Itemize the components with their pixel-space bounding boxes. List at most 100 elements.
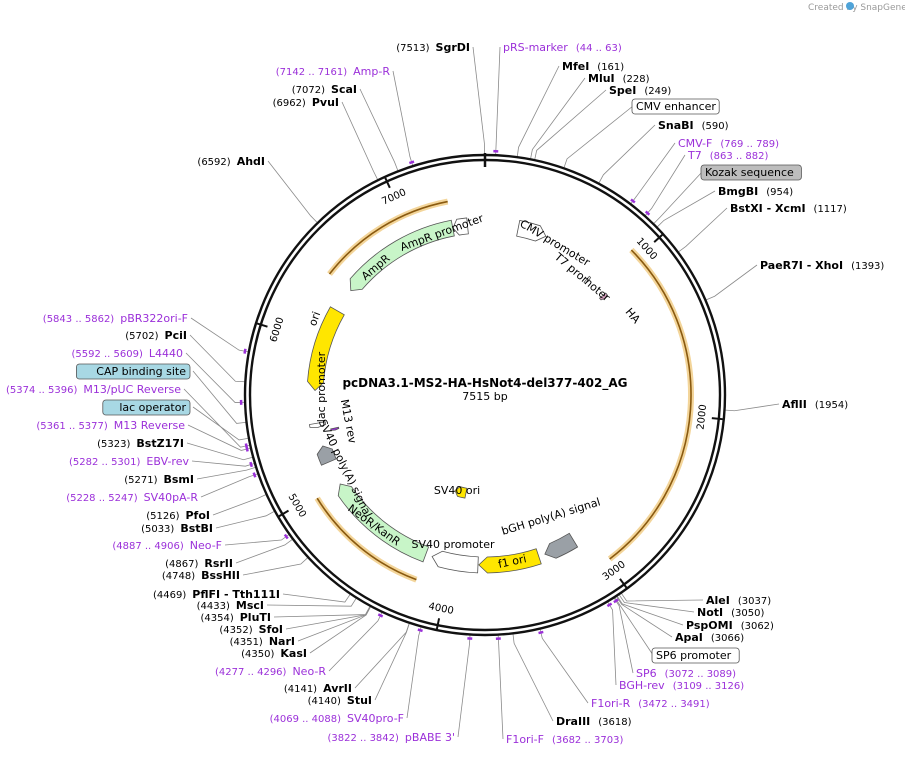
site-pflfi-tth111i[interactable]: PflFI - Tth111I(4469) xyxy=(153,588,280,601)
site-bsmi[interactable]: BsmI(5271) xyxy=(124,473,194,486)
label-name: NarI xyxy=(269,635,295,648)
site-noti[interactable]: NotI(3050) xyxy=(697,606,764,619)
primer-sv40pa-r[interactable]: SV40pA-R(5228 .. 5247) xyxy=(66,491,198,504)
leader-line xyxy=(617,596,684,626)
site-aflii[interactable]: AflII(1954) xyxy=(782,398,848,411)
label-position: (3050) xyxy=(731,608,764,619)
primer-mark xyxy=(252,472,257,478)
site-sfoi[interactable]: SfoI(4352) xyxy=(219,623,283,636)
label-position: (4351) xyxy=(230,637,263,648)
primer-neo-f[interactable]: Neo-F(4887 .. 4906) xyxy=(112,539,222,552)
primer-f1ori-f[interactable]: F1ori-F(3682 .. 3703) xyxy=(506,733,623,746)
site-cap-binding-site[interactable]: CAP binding site xyxy=(76,363,191,380)
label-box xyxy=(76,363,191,380)
feature-label-bgh-poly-a-signal: bGH poly(A) signal xyxy=(500,495,602,537)
primer-sv40pro-f[interactable]: SV40pro-F(4069 .. 4088) xyxy=(270,712,404,725)
primer-m13-reverse[interactable]: M13 Reverse(5361 .. 5377) xyxy=(36,419,185,432)
site-spei[interactable]: SpeI(249) xyxy=(609,84,671,97)
plasmid-name: pcDNA3.1-MS2-HA-HsNot4-del377-402_AG xyxy=(342,376,627,391)
leader-line xyxy=(614,597,654,656)
leader-line xyxy=(607,602,617,686)
site-draiii[interactable]: DraIII(3618) xyxy=(556,715,632,728)
site-pfoi[interactable]: PfoI(5126) xyxy=(146,509,210,522)
label-name: PspOMI xyxy=(686,619,733,632)
site-msci[interactable]: MscI(4433) xyxy=(197,599,264,612)
leader-line xyxy=(516,65,560,157)
site-pluti[interactable]: PluTI(4354) xyxy=(200,611,271,624)
primer-pbabe-3[interactable]: pBABE 3'(3822 .. 3842) xyxy=(328,731,456,744)
primer-mark xyxy=(245,446,249,452)
site-rsrii[interactable]: RsrII(4867) xyxy=(165,557,233,570)
leader-line xyxy=(192,406,249,441)
site-stui[interactable]: StuI(4140) xyxy=(308,694,372,707)
label-position: (1954) xyxy=(815,400,848,411)
site-labels: SgrDI(7513) Amp-R(7142 .. 7161) ScaI(7072)… xyxy=(6,41,884,746)
leader-line xyxy=(392,70,413,166)
label-position: (5126) xyxy=(146,511,179,522)
site-bsshii[interactable]: BssHII(4748) xyxy=(162,569,240,582)
site-kozak-sequence[interactable]: Kozak sequence xyxy=(700,164,802,181)
leader-line xyxy=(706,264,758,301)
site-bstz17i[interactable]: BstZ17I(5323) xyxy=(97,437,184,450)
label-name: BstXI - XcmI xyxy=(730,202,806,215)
site-avrii[interactable]: AvrII(4141) xyxy=(284,682,352,695)
label-position: (7142 .. 7161) xyxy=(276,67,348,78)
site-apai[interactable]: ApaI(3066) xyxy=(675,631,744,644)
label-position: (161) xyxy=(597,62,624,73)
primer-prs-marker[interactable]: pRS-marker(44 .. 63) xyxy=(503,41,622,54)
site-sgrdi[interactable]: SgrDI(7513) xyxy=(396,41,470,54)
site-lac-operator[interactable]: lac operator xyxy=(102,399,191,416)
leader-line xyxy=(297,606,371,642)
leader-line xyxy=(563,105,634,168)
site-bmgbi[interactable]: BmgBI(954) xyxy=(718,185,793,198)
leader-line xyxy=(598,124,656,183)
label-name: KasI xyxy=(280,647,307,660)
primer-amp-r[interactable]: Amp-R(7142 .. 7161) xyxy=(276,65,391,78)
site-pspomi[interactable]: PspOMI (3062) xyxy=(686,619,774,632)
primer-t7[interactable]: T7(863 .. 882) xyxy=(687,149,769,162)
label-name: SnaBI xyxy=(658,119,694,132)
primer-f1ori-r[interactable]: F1ori-R(3472 .. 3491) xyxy=(591,697,710,710)
label-name: BssHII xyxy=(201,569,240,582)
site-kasi[interactable]: KasI(4350) xyxy=(241,647,307,660)
label-position: (3062) xyxy=(741,621,774,632)
site-mlui[interactable]: MluI(228) xyxy=(588,72,650,85)
label-position: (863 .. 882) xyxy=(710,151,769,162)
site-paer7i-xhoi[interactable]: PaeR7I - XhoI(1393) xyxy=(760,259,884,272)
label-position: (3037) xyxy=(738,596,771,607)
leader-line xyxy=(267,160,318,223)
primer-cmv-f[interactable]: CMV-F(769 .. 789) xyxy=(678,137,779,150)
site-scai[interactable]: ScaI(7072) xyxy=(292,83,357,96)
primer-neo-r[interactable]: Neo-R(4277 .. 4296) xyxy=(215,665,326,678)
site-ahdi[interactable]: AhdI(6592) xyxy=(197,155,265,168)
site-mfei[interactable]: MfeI(161) xyxy=(562,60,624,73)
label-name: AleI xyxy=(706,594,730,607)
primer-ebv-rev[interactable]: EBV-rev(5282 .. 5301) xyxy=(69,455,189,468)
site-cmv-enhancer[interactable]: CMV enhancer xyxy=(631,98,720,115)
label-name: SfoI xyxy=(259,623,283,636)
label-position: (5361 .. 5377) xyxy=(36,421,108,432)
label-position: (5282 .. 5301) xyxy=(69,457,141,468)
plasmid-backbone xyxy=(243,153,727,637)
primer-mark xyxy=(243,348,247,354)
primer-m13-puc-reverse[interactable]: M13/pUC Reverse(5374 .. 5396) xyxy=(6,383,181,396)
label-position: (7072) xyxy=(292,85,325,96)
label-position: (4354) xyxy=(200,613,233,624)
site-nari[interactable]: NarI (4351) xyxy=(230,635,295,648)
primer-sp6[interactable]: SP6(3072 .. 3089) xyxy=(636,667,736,680)
label-name: pBR322ori-F xyxy=(120,312,188,325)
label-position: (5228 .. 5247) xyxy=(66,493,138,504)
site-bstbi[interactable]: BstBI(5033) xyxy=(141,522,213,535)
site-bstxi-xcmi[interactable]: BstXI - XcmI(1117) xyxy=(730,202,847,215)
primer-mark xyxy=(377,613,384,618)
site-pvui[interactable]: PvuI(6962) xyxy=(273,96,339,109)
primer-pbr322ori-f[interactable]: pBR322ori-F(5843 .. 5862) xyxy=(43,312,188,325)
site-alei[interactable]: AleI (3037) xyxy=(706,594,771,607)
leader-line xyxy=(457,635,471,738)
site-snabi[interactable]: SnaBI(590) xyxy=(658,119,729,132)
site-sp6-promoter[interactable]: SP6 promoter xyxy=(651,647,740,664)
primer-l4440[interactable]: L4440(5592 .. 5609) xyxy=(71,347,183,360)
primer-bgh-rev[interactable]: BGH-rev(3109 .. 3126) xyxy=(619,679,744,692)
site-pcii[interactable]: PciI(5702) xyxy=(125,329,187,342)
label-position: (3822 .. 3842) xyxy=(328,733,400,744)
